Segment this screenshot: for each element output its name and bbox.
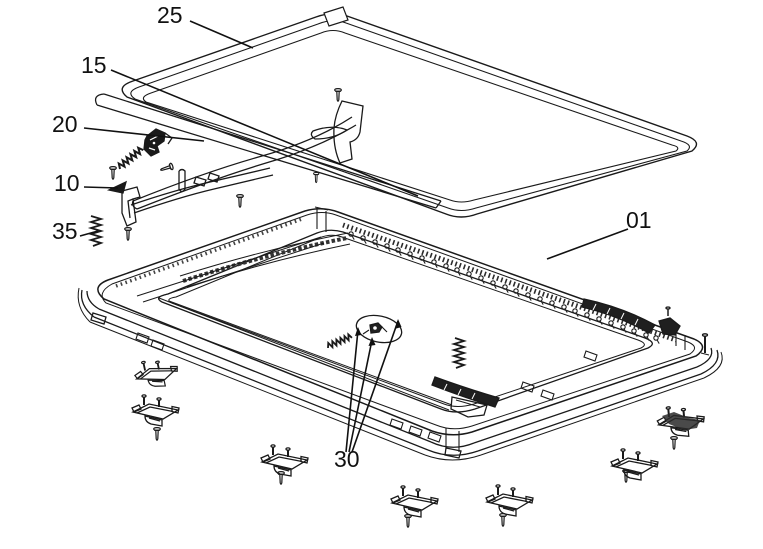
frame-spring-left — [327, 332, 353, 350]
callout-label-25: 25 — [157, 2, 183, 28]
mounting-bracket — [610, 447, 659, 481]
mounting-bracket — [131, 353, 182, 393]
screw — [124, 226, 132, 241]
leader-line-35 — [79, 230, 99, 237]
screw — [670, 436, 678, 450]
lifter-arm-right — [581, 298, 681, 336]
leader-line-30a — [345, 329, 359, 453]
leader-line-20 — [83, 127, 205, 142]
screw — [109, 165, 117, 180]
deflector-spring — [117, 145, 144, 170]
detail-balloon — [355, 314, 403, 344]
leader-line-10 — [83, 186, 119, 189]
callout-label-15: 15 — [81, 52, 107, 78]
screw — [334, 87, 342, 102]
callout-label-20: 20 — [52, 111, 78, 137]
screw — [404, 513, 412, 528]
leader-line-30c — [351, 320, 399, 453]
mounting-bracket — [260, 443, 309, 477]
wall-tab — [583, 350, 598, 362]
leader-line-25 — [189, 20, 254, 49]
seal-joint — [323, 6, 349, 27]
deflector-clip — [143, 128, 173, 157]
callout-label-30: 30 — [334, 446, 360, 472]
callout-label-10: 10 — [54, 170, 80, 196]
mounting-bracket — [390, 484, 439, 518]
screw — [158, 162, 175, 174]
mounting-bracket — [485, 483, 534, 517]
callout-label-01: 01 — [626, 207, 652, 233]
leader-line-30b — [348, 339, 373, 453]
leader-line-15 — [110, 69, 419, 197]
wall-tab — [389, 418, 404, 430]
coil-spring-35 — [87, 215, 105, 247]
mounting-bracket — [131, 393, 180, 427]
sunroof-frame — [77, 206, 723, 461]
glass-seal-gasket — [121, 6, 698, 218]
screw — [236, 193, 244, 208]
leader-line-01 — [546, 228, 629, 260]
screw — [153, 427, 161, 441]
callout-label-35: 35 — [52, 218, 78, 244]
deflector-assembly — [87, 87, 364, 247]
bracket-latch-dark — [662, 412, 700, 430]
mounting-brackets — [131, 353, 707, 528]
wall-tab — [150, 339, 165, 351]
screw — [499, 512, 507, 527]
frame-spring-right — [450, 337, 468, 369]
wall-tab — [540, 389, 555, 401]
wall-tab — [520, 381, 535, 393]
screw — [313, 171, 320, 184]
lifter-arm-front — [431, 376, 500, 418]
screw — [277, 471, 285, 485]
